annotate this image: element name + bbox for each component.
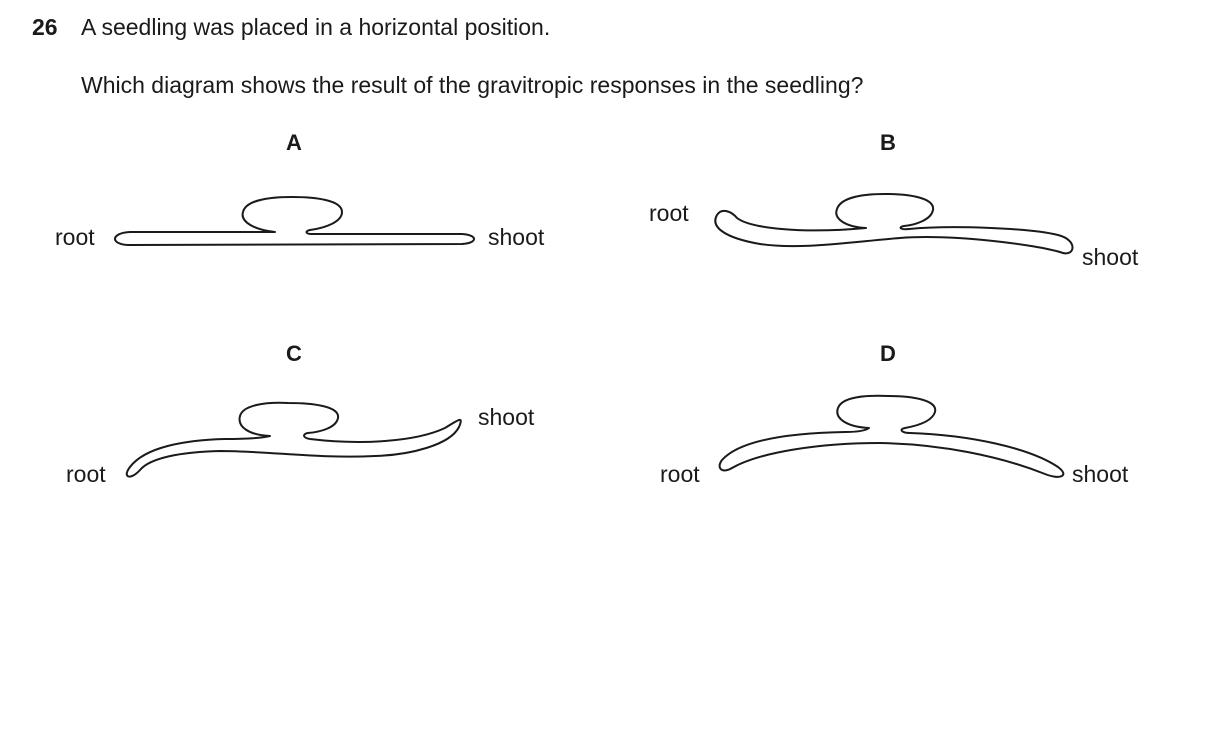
option-b-letter: B: [880, 130, 896, 155]
option-d-letter: D: [880, 341, 896, 366]
option-c-root-label: root: [66, 461, 106, 487]
question-prompt: Which diagram shows the result of the gr…: [81, 72, 864, 98]
question-number: 26: [32, 14, 58, 40]
option-c-shoot-label: shoot: [478, 404, 535, 430]
option-d-seedling: [718, 394, 1065, 478]
option-c-letter: C: [286, 341, 302, 366]
option-b-root-label: root: [649, 200, 689, 226]
option-b-shoot-label: shoot: [1082, 244, 1139, 270]
option-a-root-label: root: [55, 224, 95, 250]
option-d-shoot-label: shoot: [1072, 461, 1129, 487]
option-d-root-label: root: [660, 461, 700, 487]
option-b-seedling: [714, 193, 1074, 255]
option-a-letter: A: [286, 130, 302, 155]
option-a-seedling: [114, 196, 475, 246]
question-stem: A seedling was placed in a horizontal po…: [81, 14, 551, 40]
option-a-shoot-label: shoot: [488, 224, 545, 250]
option-c-seedling: [125, 401, 462, 478]
